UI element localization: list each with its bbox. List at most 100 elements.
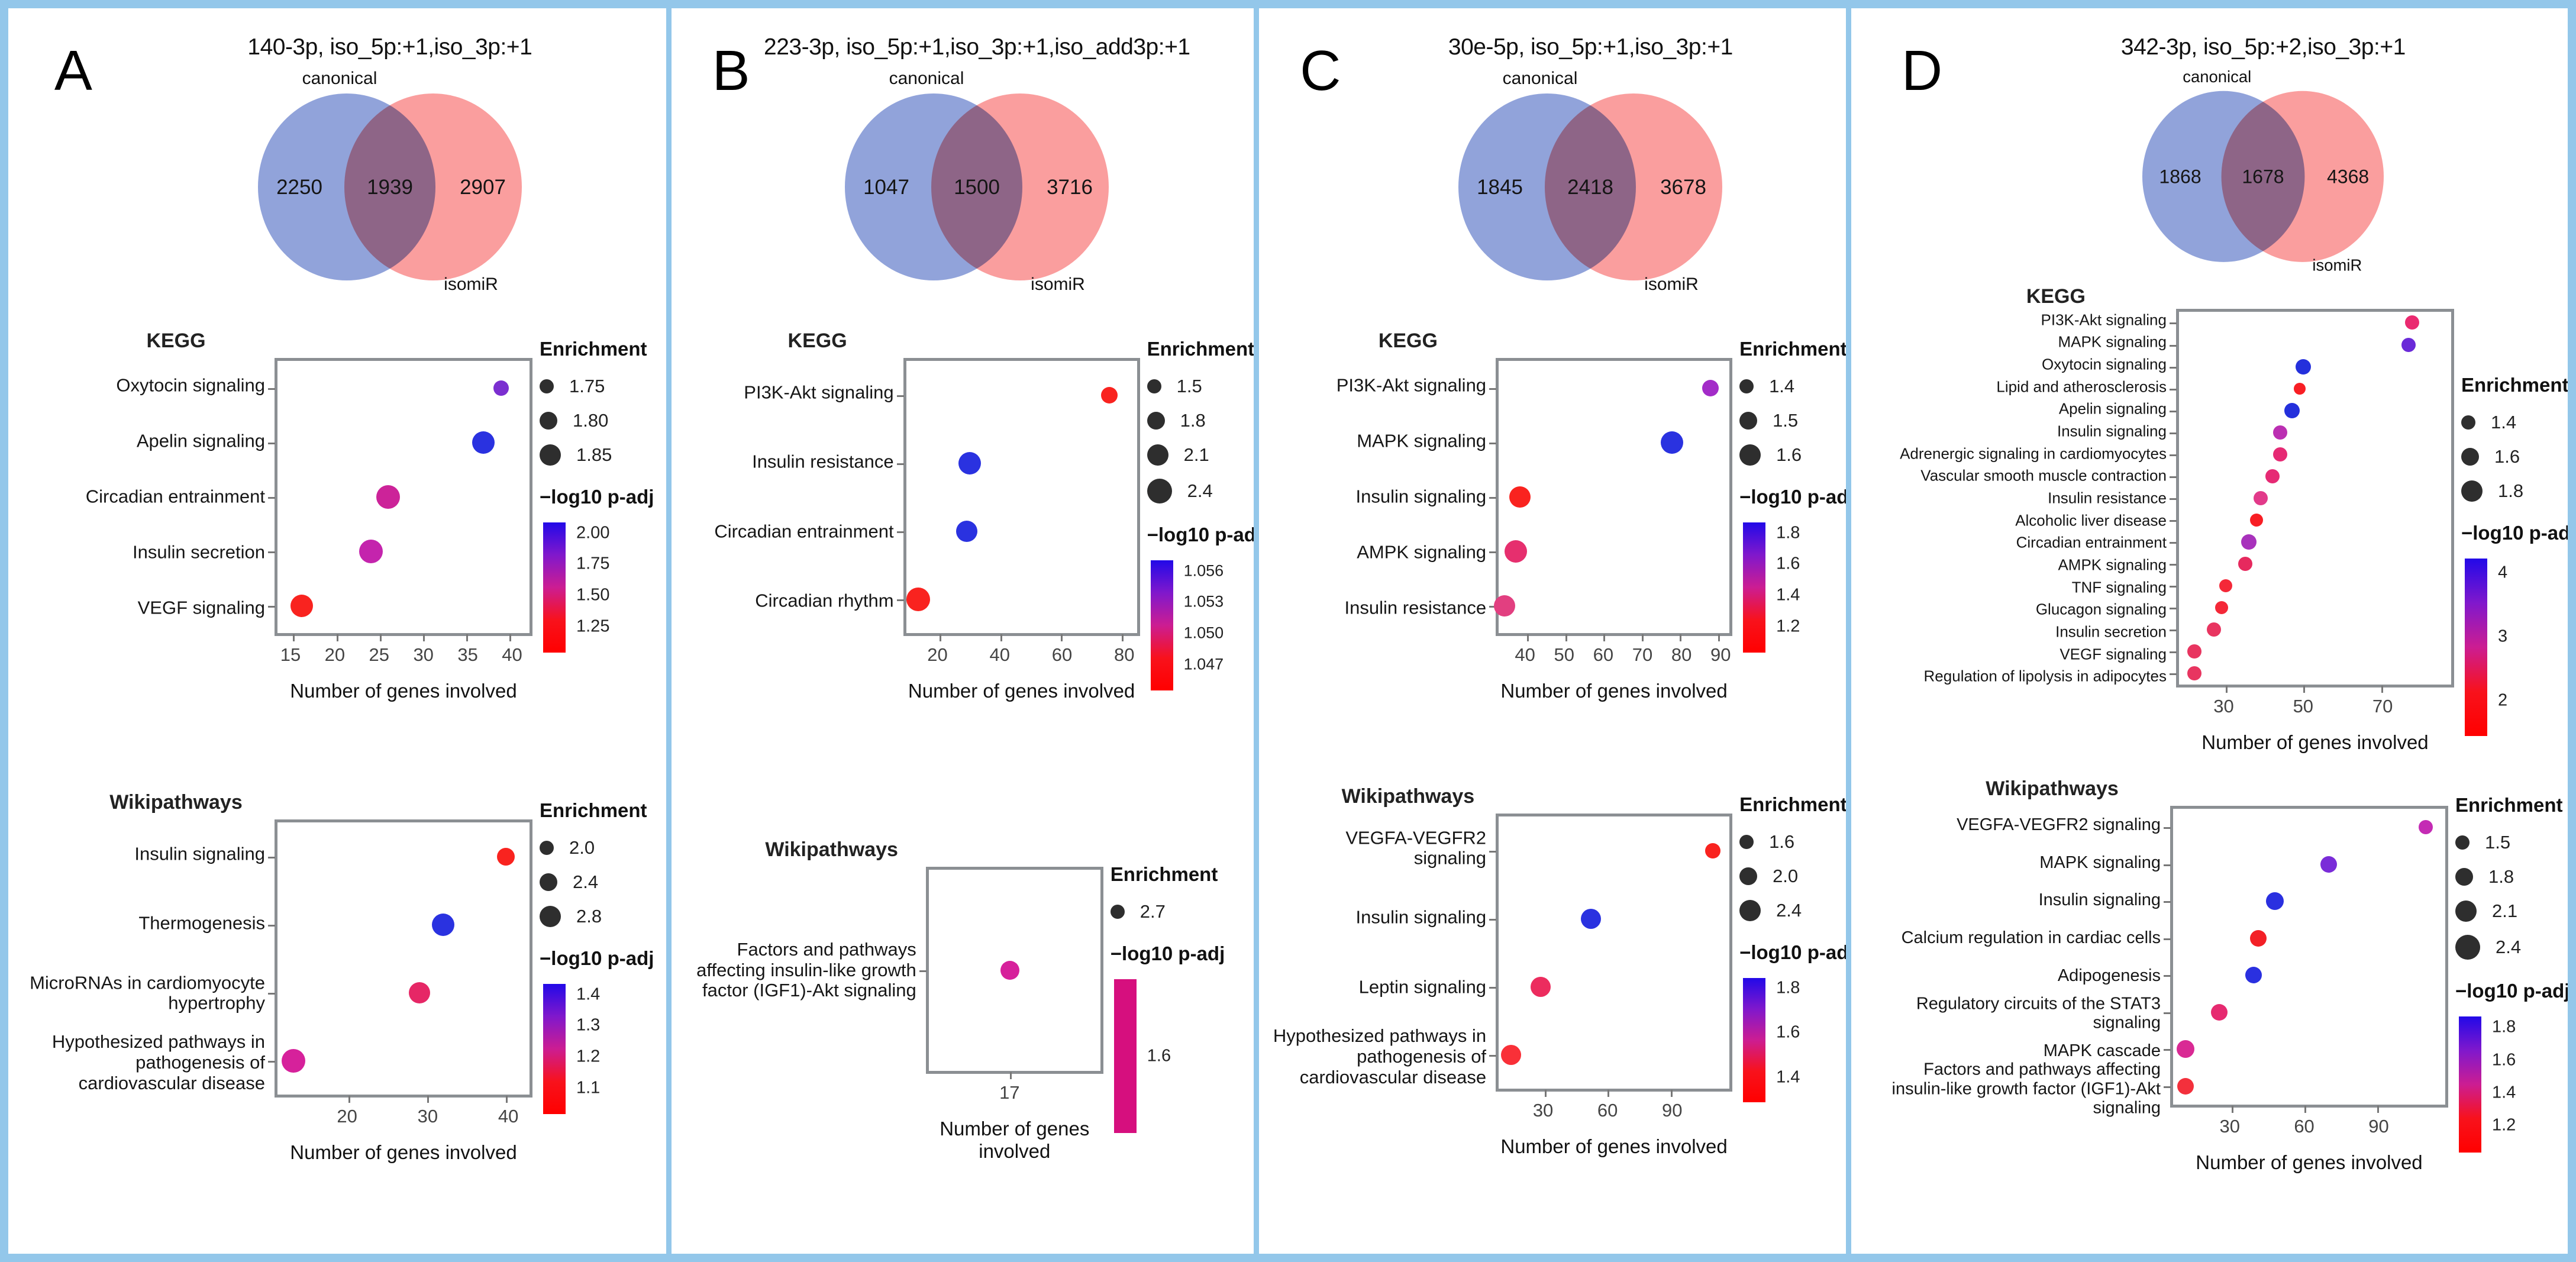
data-point: [290, 595, 313, 617]
colorbar-tick-label: 4: [2497, 563, 2508, 582]
y-tick-mark: [2169, 542, 2177, 544]
y-axis-label: Regulation of lipolysis in adipocytes: [1923, 667, 2167, 685]
x-tick-mark: [1009, 1072, 1012, 1079]
colorbar-tick-label: 1.047: [1183, 655, 1224, 673]
enrichment-legend-entry: 1.80: [540, 410, 658, 431]
data-point: [2250, 514, 2264, 527]
enrichment-size-dot-icon: [2461, 480, 2483, 502]
x-tick-label: 60: [1593, 644, 1614, 665]
y-axis-label: Insulin signaling: [1355, 906, 1487, 928]
y-axis-label: Insulin secretion: [2055, 622, 2167, 641]
x-tick-label: 40: [1515, 644, 1535, 665]
enrichment-size-value: 1.4: [1769, 376, 1795, 396]
enrichment-legend-entry: 2.0: [1739, 866, 1846, 887]
data-point: [1705, 843, 1720, 858]
legend-title-enrichment: Enrichment: [1739, 793, 1847, 815]
database-label: KEGG: [146, 330, 206, 352]
x-tick-mark: [379, 634, 382, 641]
data-point: [1702, 380, 1719, 396]
colorbar-tick-label: 1.4: [576, 985, 601, 1004]
venn-left-count: 1047: [863, 176, 909, 199]
venn-right-ellipse: [2221, 91, 2384, 262]
y-axis-label: Leptin signaling: [1358, 976, 1487, 998]
x-tick-mark: [1718, 634, 1720, 641]
data-point: [2187, 666, 2202, 681]
colorbar-tick-label: 1.75: [576, 554, 610, 573]
venn-right-count: 3678: [1660, 176, 1706, 199]
x-tick-mark: [2381, 685, 2383, 693]
enrichment-legend-entry: 1.8: [2455, 866, 2568, 887]
enrichment-legend-entry: 1.6: [1739, 444, 1846, 466]
legend-title-padj: −log10 p-adj: [540, 947, 654, 969]
x-tick-label: 80: [1114, 644, 1135, 665]
enrichment-size-dot-icon: [2455, 934, 2480, 960]
y-axis-label: Insulin signaling: [2057, 422, 2167, 440]
data-point: [2266, 892, 2284, 911]
x-tick-label: 80: [1671, 644, 1692, 665]
y-axis-label: MicroRNAs in cardiomyocyte hypertrophy: [30, 972, 265, 1014]
y-tick-mark: [896, 463, 904, 465]
colorbar-tick-label: 1.6: [2491, 1050, 2516, 1070]
data-point: [2401, 337, 2416, 352]
enrichment-size-value: 2.4: [1187, 480, 1213, 501]
legend-title-padj: −log10 p-adj: [1739, 486, 1854, 508]
chart-legend: Enrichment 1.5 1.8 2.1 2.4 −log10 p-adj …: [2455, 794, 2568, 1153]
data-point: [958, 451, 982, 475]
x-tick-mark: [1565, 634, 1567, 641]
venn-overlap-count: 1678: [2242, 166, 2284, 187]
x-tick-mark: [506, 1096, 508, 1103]
y-tick-mark: [268, 856, 275, 858]
enrichment-legend-entry: 1.5: [1147, 376, 1254, 397]
y-axis-label: PI3K-Akt signaling: [2041, 311, 2167, 329]
x-axis-title: Number of genes involved: [2201, 731, 2429, 753]
y-tick-mark: [268, 606, 275, 608]
data-point: [493, 380, 509, 396]
y-axis-label: Circadian entrainment: [85, 486, 265, 507]
x-axis-title: Number of genes involved: [1500, 680, 1728, 702]
plot-area: [268, 819, 532, 1103]
x-tick-mark: [1527, 634, 1529, 641]
enrichment-size-value: 2.1: [1183, 444, 1209, 465]
legend-title-enrichment: Enrichment: [1147, 338, 1255, 360]
panel-title: 140-3p, iso_5p:+1,iso_3p:+1: [247, 34, 532, 60]
enrichment-legend-entry: 2.4: [1147, 479, 1254, 503]
data-point: [2253, 490, 2268, 505]
y-axis-label: Thermogenesis: [138, 912, 265, 934]
x-tick-label: 60: [1051, 644, 1073, 665]
y-axis-label: Calcium regulation in cardiac cells: [1901, 928, 2161, 947]
venn-diagram: canonical 1845 2418 3678 isomiR: [1458, 69, 1723, 294]
data-point: [1505, 540, 1528, 563]
y-tick-mark: [2163, 975, 2171, 977]
y-axis-label: Adipogenesis: [2057, 966, 2161, 985]
y-tick-mark: [2169, 388, 2177, 390]
enrichment-size-dot-icon: [540, 906, 561, 927]
data-point: [1530, 976, 1551, 997]
plot-area: [896, 358, 1140, 641]
enrichment-size-value: 1.4: [2490, 411, 2517, 432]
enrichment-legend-entry: 1.4: [1739, 376, 1846, 397]
data-point: [956, 520, 978, 542]
y-tick-mark: [2169, 344, 2177, 347]
colorbar-tick-label: 1.8: [1776, 523, 1800, 543]
data-point: [1493, 595, 1515, 617]
y-tick-mark: [2163, 827, 2171, 830]
x-tick-label: 50: [2293, 695, 2314, 716]
venn-right-ellipse: [344, 93, 522, 280]
y-axis-label: Regulatory circuits of the STAT3 signali…: [1916, 994, 2161, 1032]
x-tick-mark: [2303, 685, 2306, 693]
data-point: [2293, 382, 2306, 395]
data-point: [408, 982, 430, 1003]
enrichment-size-value: 1.75: [569, 376, 605, 396]
enrichment-legend-entry: 2.1: [1147, 444, 1254, 466]
legend-title-enrichment: Enrichment: [540, 799, 647, 821]
plot-area: [1489, 358, 1733, 641]
y-tick-mark: [1489, 918, 1497, 921]
venn-right-ellipse: [931, 93, 1109, 280]
enrichment-size-dot-icon: [540, 841, 554, 855]
enrichment-size-dot-icon: [2455, 900, 2477, 922]
data-point: [2296, 359, 2312, 375]
